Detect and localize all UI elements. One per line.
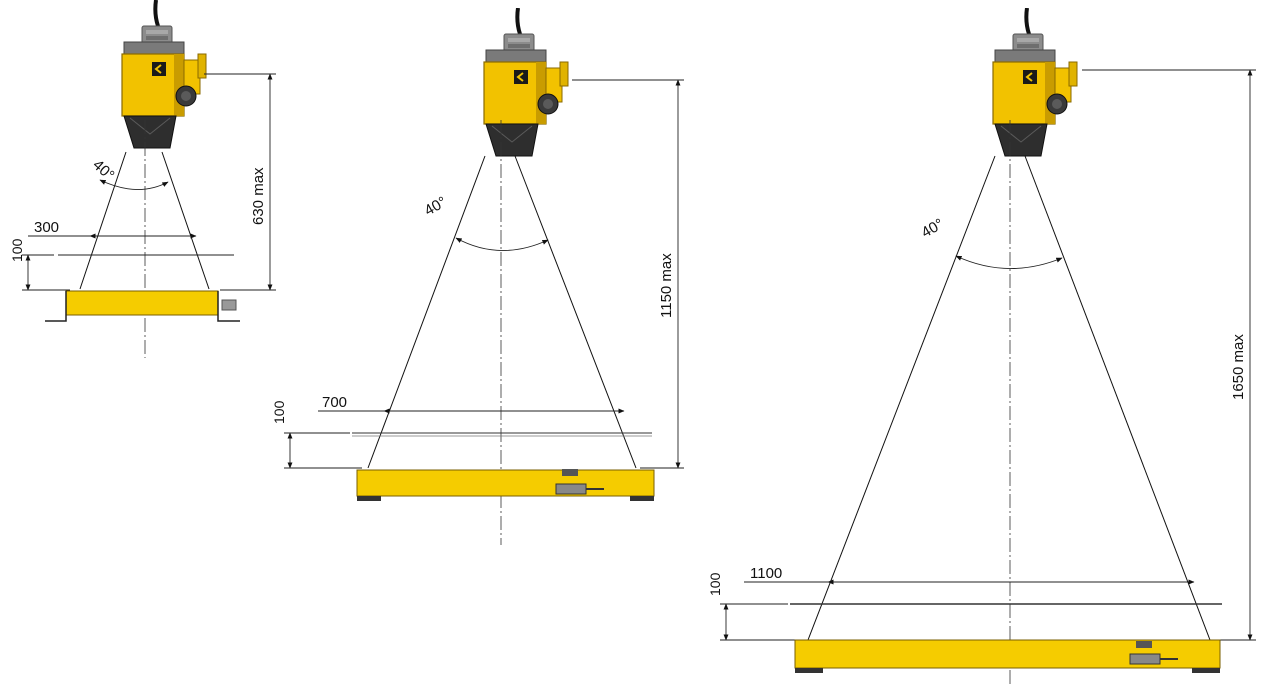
camera-sensor-icon bbox=[991, 8, 1079, 158]
config-medium: 40° 700 100 1150 max bbox=[271, 8, 684, 545]
platform-foot-right bbox=[217, 291, 240, 322]
offset-label: 100 bbox=[707, 572, 723, 596]
camera-sensor-icon bbox=[120, 0, 208, 150]
angle-label: 40° bbox=[89, 156, 117, 184]
field-label: 300 bbox=[34, 219, 59, 236]
angle-label: 40° bbox=[919, 215, 947, 241]
angle-label: 40° bbox=[422, 193, 450, 219]
height-label: 630 max bbox=[250, 167, 267, 225]
height-label: 1650 max bbox=[1230, 334, 1247, 400]
display-icon bbox=[562, 469, 578, 476]
platform-foot-left bbox=[357, 496, 381, 501]
display-icon bbox=[1136, 641, 1152, 648]
angle-arc bbox=[955, 255, 1063, 269]
connector-icon bbox=[221, 299, 237, 311]
beam-left bbox=[79, 151, 127, 290]
config-large: 40° 1100 100 1650 max bbox=[707, 8, 1256, 684]
platform-foot-left bbox=[795, 668, 823, 673]
scale-platform bbox=[356, 469, 655, 497]
offset-label: 100 bbox=[271, 400, 287, 424]
beam-right bbox=[161, 151, 210, 290]
field-label: 1100 bbox=[750, 565, 782, 582]
offset-label: 100 bbox=[9, 238, 25, 262]
height-label: 1150 max bbox=[658, 253, 675, 318]
beam-left bbox=[367, 155, 486, 469]
platform-foot-right bbox=[1192, 668, 1220, 673]
angle-arc bbox=[455, 237, 549, 251]
connector-icon bbox=[1129, 653, 1161, 665]
platform-foot-left bbox=[45, 291, 67, 322]
scale-platform bbox=[65, 290, 219, 316]
angle-arc bbox=[99, 179, 169, 190]
beam-left bbox=[807, 155, 996, 641]
field-label: 700 bbox=[322, 394, 347, 411]
connector-icon bbox=[555, 483, 587, 495]
beam-right bbox=[514, 155, 637, 469]
camera-sensor-icon bbox=[482, 8, 570, 158]
config-small: 40° 300 100 630 max bbox=[9, 0, 276, 358]
platform-foot-right bbox=[630, 496, 654, 501]
beam-right bbox=[1024, 155, 1211, 641]
